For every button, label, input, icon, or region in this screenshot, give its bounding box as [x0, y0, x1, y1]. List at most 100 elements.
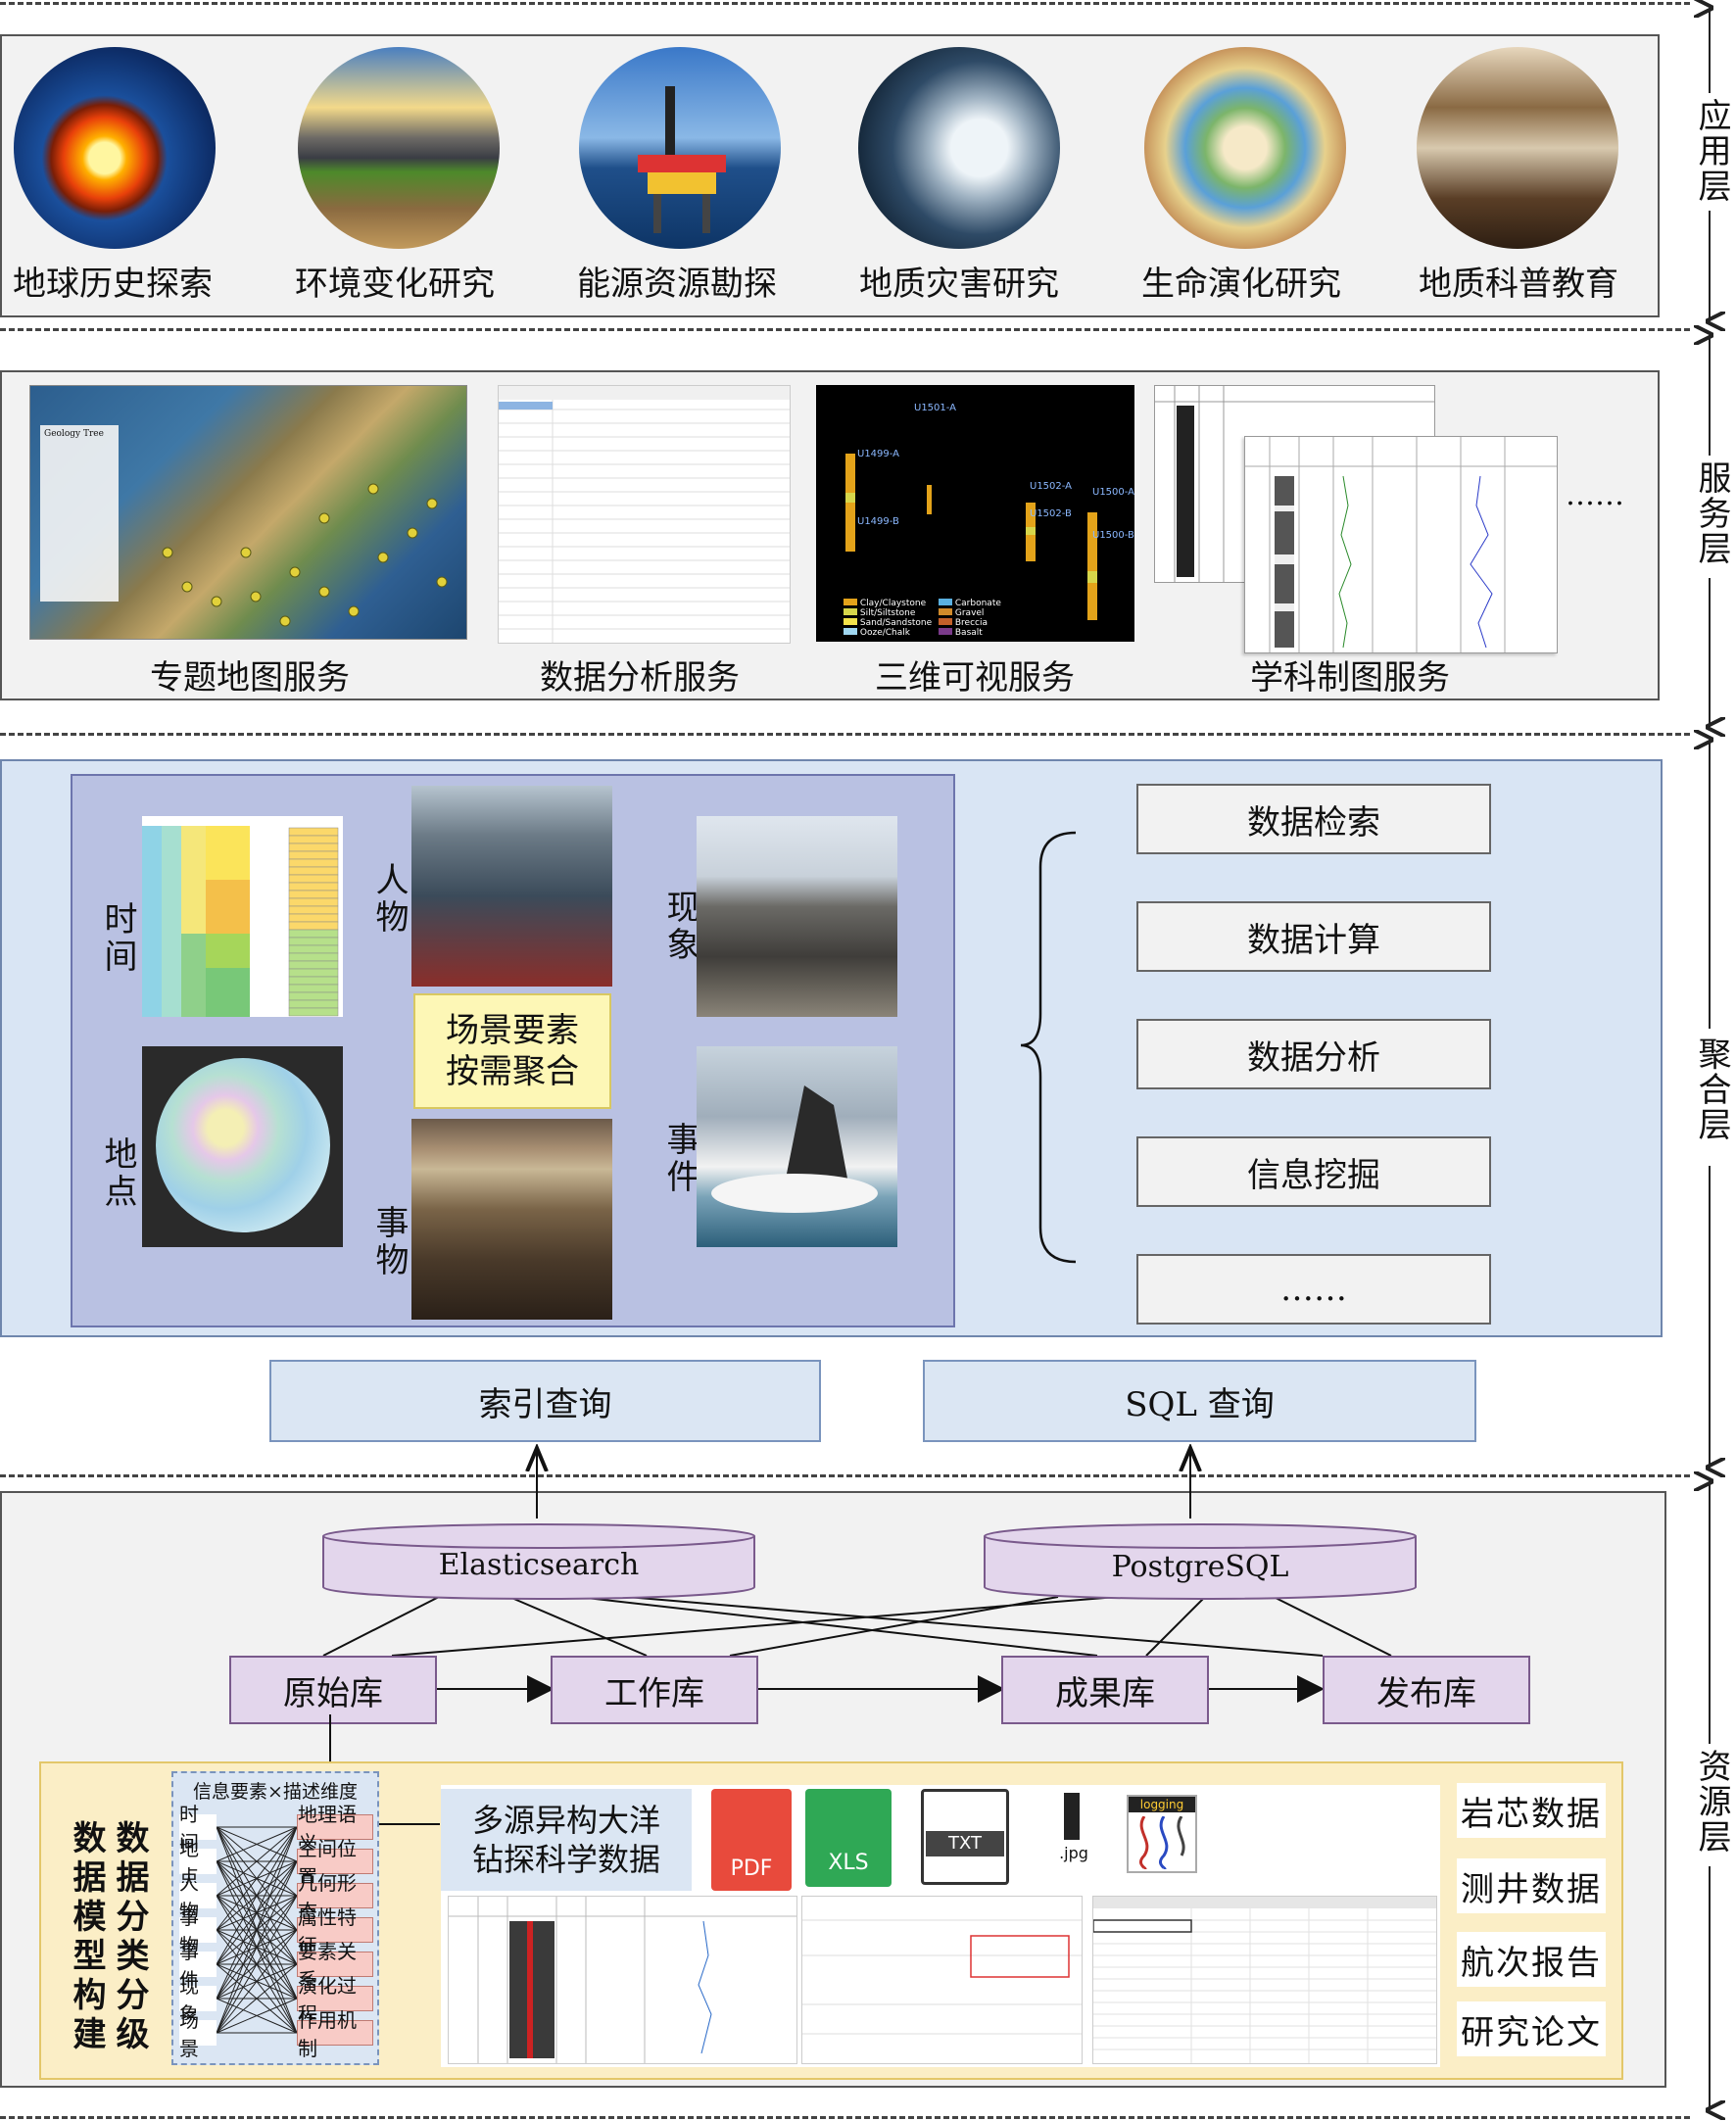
- service-label: 数据分析服务: [540, 658, 740, 698]
- layer-label-service: 服务层: [1692, 460, 1731, 566]
- life-evolution-image: [1144, 47, 1346, 249]
- time-scale-columns: [142, 826, 339, 1017]
- layer-label-resource: 资源层: [1692, 1749, 1731, 1855]
- geohazard-image: [858, 47, 1060, 249]
- app-label: 地质灾害研究: [859, 265, 1059, 304]
- people-group-photo: [411, 786, 612, 987]
- layer-divider: [0, 2, 1690, 5]
- logging-file-icon: logging: [1127, 1795, 1197, 1873]
- source-title-line-1: 多源异构大洋: [471, 1802, 660, 1839]
- element-descriptor-link: [216, 1826, 298, 1862]
- logging-data-label: 测井数据: [1457, 1858, 1606, 1913]
- service-label: 三维可视服务: [875, 658, 1075, 698]
- publish-store-box: 发布库: [1323, 1656, 1530, 1724]
- map-side-panel: Geology Tree: [40, 425, 119, 602]
- classification-label: 数据分类分级: [110, 1820, 149, 2055]
- txt-label: TXT: [926, 1831, 1004, 1856]
- data-computation-box: 数据计算: [1136, 901, 1491, 972]
- core-data-label: 岩芯数据: [1457, 1783, 1606, 1838]
- element-label-time: 时间: [98, 901, 137, 976]
- descriptor-item: 空间位置: [297, 1837, 373, 1889]
- borehole-columns: [845, 454, 1097, 620]
- app-label: 地质科普教育: [1419, 265, 1618, 304]
- info-mining-box: 信息挖掘: [1136, 1136, 1491, 1207]
- folded-strata-photo: [697, 816, 897, 1017]
- element-descriptor-link: [216, 1929, 298, 2034]
- element-descriptor-link: [216, 1963, 298, 2034]
- site-label: U1500-B: [1092, 530, 1134, 541]
- lithology-legend-left: Clay/Claystone Silt/Siltstone Sand/Sands…: [844, 599, 990, 638]
- element-label-object: 事物: [369, 1205, 409, 1279]
- site-label: U1502-A: [1030, 481, 1072, 492]
- sql-query-box: SQL 查询: [923, 1360, 1476, 1442]
- matrix-to-source-line: [379, 1823, 440, 1825]
- core-description-sheet: [448, 1896, 797, 2064]
- postgresql-label: PostgreSQL: [1111, 1550, 1289, 1584]
- elasticsearch-label: Elasticsearch: [438, 1548, 640, 1582]
- scene-aggregation-box: 场景要素 按需聚合: [413, 993, 611, 1109]
- element-descriptor-link: [216, 1895, 298, 2034]
- storage-connections: [322, 1440, 1392, 1703]
- map-sites: [162, 483, 448, 627]
- research-paper-label: 研究论文: [1457, 2001, 1606, 2056]
- site-label: U1500-A: [1092, 487, 1134, 498]
- environment-change-image: [298, 47, 500, 249]
- dimension-cross-lines: [216, 1826, 298, 2034]
- info-element-item: 场景: [179, 2008, 217, 2060]
- descriptor-item: 几何形态: [297, 1871, 373, 1923]
- element-descriptor-link: [216, 1826, 298, 2000]
- site-label: U1499-A: [857, 449, 899, 459]
- element-descriptor-link: [216, 1826, 298, 1931]
- app-label: 生命演化研究: [1141, 265, 1341, 304]
- application-panel: [0, 34, 1660, 317]
- model-building-label: 数据模型构建: [67, 1820, 106, 2055]
- map-panel-title: Geology Tree: [44, 429, 104, 439]
- layer-label-application: 应用层: [1692, 98, 1731, 204]
- app-label: 地球历史探索: [13, 265, 213, 304]
- globe-image: [142, 1046, 343, 1247]
- data-analysis-box: 数据分析: [1136, 1019, 1491, 1089]
- element-label-place: 地点: [98, 1136, 137, 1211]
- element-descriptor-link: [216, 1826, 298, 2034]
- globe-disc: [156, 1058, 330, 1232]
- layer-label-aggregation: 聚合层: [1692, 1036, 1731, 1142]
- expedition-report-label: 航次报告: [1457, 1932, 1606, 1987]
- logging-label: logging: [1129, 1797, 1195, 1812]
- energy-exploration-image: [579, 47, 781, 249]
- science-museum-image: [1417, 47, 1618, 249]
- jpg-label: .jpg: [1059, 1844, 1088, 1862]
- result-store-box: 成果库: [1001, 1656, 1209, 1724]
- service-label: 学科制图服务: [1250, 658, 1450, 698]
- element-descriptor-link: [216, 1826, 298, 1897]
- source-title-line-2: 钻探科学数据: [471, 1841, 660, 1878]
- spreadsheet-preview: [1092, 1896, 1437, 2064]
- site-label: U1499-B: [857, 516, 899, 527]
- dimension-matrix-title: 信息要素×描述维度: [193, 1781, 358, 1803]
- well-log-plot: [1245, 437, 1557, 652]
- discipline-chart-front: [1244, 436, 1558, 653]
- app-label: 环境变化研究: [295, 265, 495, 304]
- site-label: U1502-B: [1030, 508, 1072, 519]
- layer-divider: [0, 1474, 1690, 1477]
- postgresql-cylinder: [984, 1523, 1417, 1600]
- layer-axis: [1690, 0, 1736, 2121]
- element-descriptor-link: [216, 1826, 298, 1965]
- elasticsearch-cylinder: [322, 1523, 755, 1600]
- modeling-to-raw-line: [329, 1714, 331, 1761]
- source-data-title-box: 多源异构大洋 钻探科学数据: [441, 1789, 692, 1891]
- txt-file-icon: TXT: [921, 1789, 1009, 1885]
- rock-core-photo: [411, 1119, 612, 1320]
- info-element-item: 地点: [179, 1837, 217, 1889]
- app-label: 能源资源勘探: [577, 265, 777, 304]
- working-store-box: 工作库: [551, 1656, 758, 1724]
- site-label: U1501-A: [914, 403, 956, 413]
- jpg-file-icon: .jpg: [1042, 1793, 1101, 1871]
- element-descriptor-link: [216, 1998, 298, 2034]
- scene-aggregation-line-1: 场景要素: [446, 1011, 579, 1050]
- data-table-lines: [499, 386, 790, 643]
- raw-store-box: 原始库: [229, 1656, 437, 1724]
- services-more: ……: [1566, 478, 1624, 512]
- descriptor-item: 作用机制: [297, 2008, 373, 2060]
- data-analysis-screenshot: [498, 385, 791, 644]
- jpg-core-strip: [1064, 1793, 1080, 1840]
